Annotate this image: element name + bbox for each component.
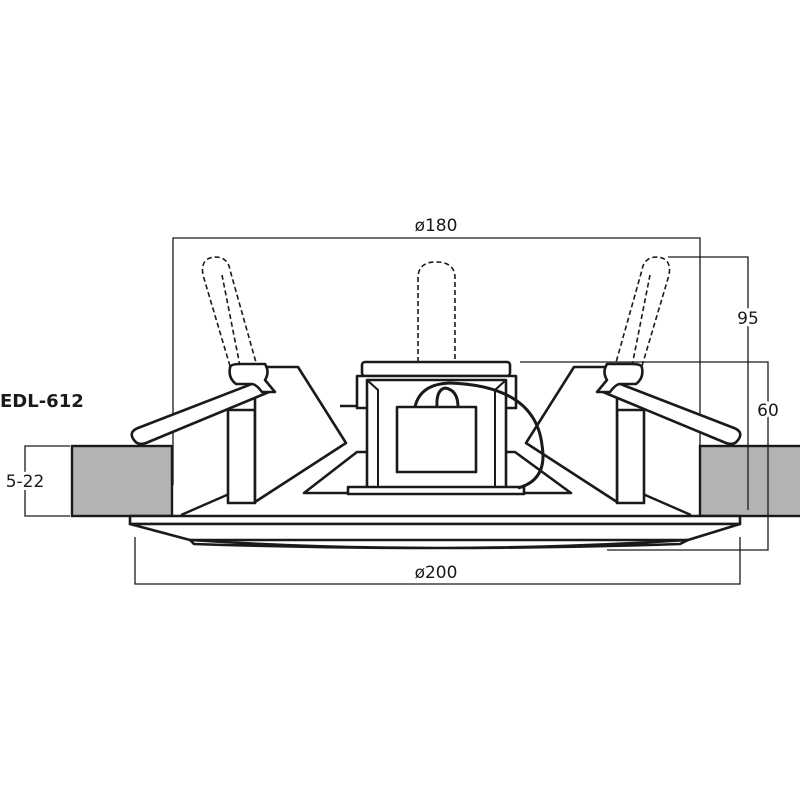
transformer xyxy=(346,360,526,496)
ceiling-left xyxy=(70,444,174,518)
label-body-height: 60 xyxy=(757,401,779,421)
label-cutout-diameter: ø180 xyxy=(415,216,458,236)
label-total-height: 95 xyxy=(737,309,759,329)
dimension-outer xyxy=(134,537,741,585)
clamp-open-position-center xyxy=(417,261,456,362)
speaker-baffle xyxy=(128,514,742,550)
ceiling-right xyxy=(698,444,800,518)
model-label: EDL-612 xyxy=(0,391,84,412)
label-outer-diameter: ø200 xyxy=(415,563,458,583)
label-ceiling-thickness: 5-22 xyxy=(6,472,45,492)
transformer-wire xyxy=(413,381,545,490)
dimension-total-height xyxy=(668,256,749,510)
clamp-left xyxy=(130,256,348,505)
dimension-ceiling-thickness xyxy=(24,445,70,517)
